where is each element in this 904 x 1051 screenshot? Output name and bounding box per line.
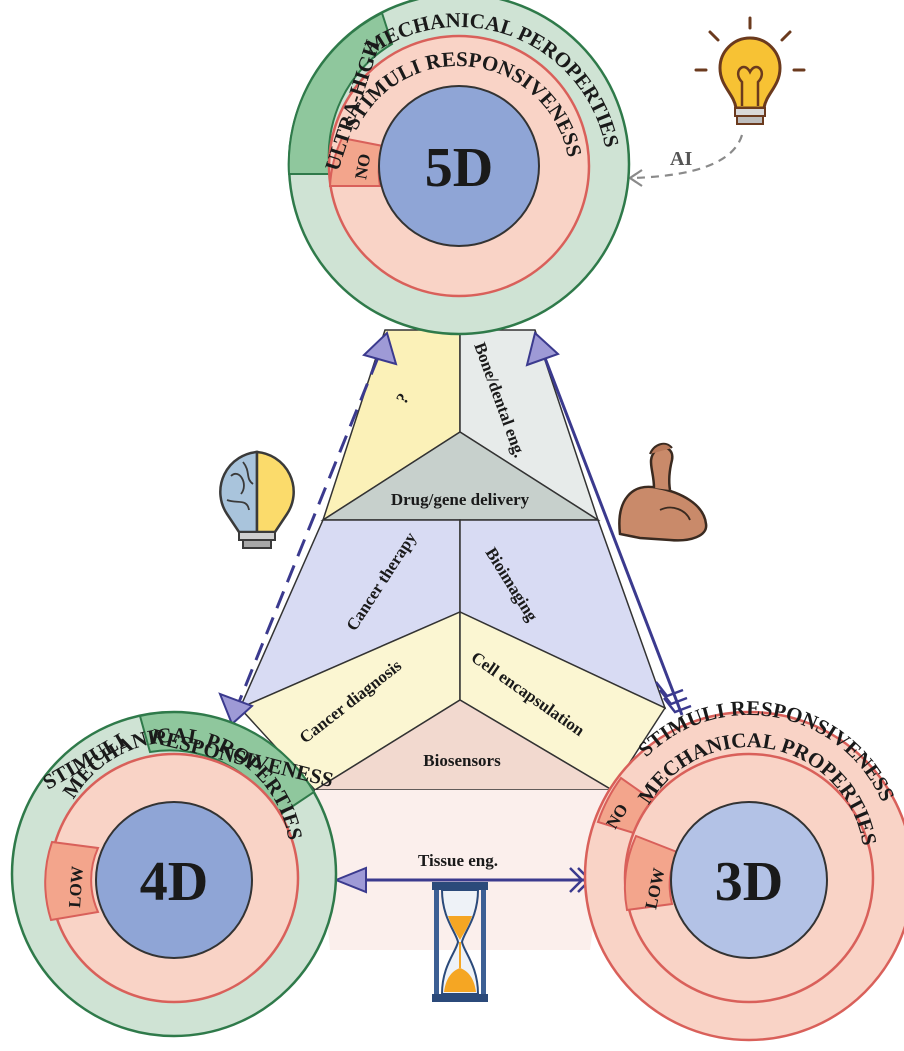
5d-ultra-high-band xyxy=(287,11,394,175)
5d-core-label: 5D xyxy=(425,137,493,199)
label-drug-gene: Drug/gene delivery xyxy=(391,490,530,509)
circle-3d: 3D STIMULI RESPONSIVENESS NO MECHANICAL … xyxy=(583,696,904,1042)
circle-4d: 4D STIMULI RESPONSIVENESS MECHANICAL PRO… xyxy=(10,710,338,1038)
brain-bulb-icon xyxy=(219,450,295,549)
4d-core-label: 4D xyxy=(140,851,208,913)
lightbulb-icon xyxy=(694,16,806,125)
3d-low-band xyxy=(623,834,679,912)
4d-low-band xyxy=(44,840,100,922)
arrow-ai xyxy=(628,134,744,187)
label-tissue-eng: Tissue eng. xyxy=(418,851,498,870)
3d-core xyxy=(670,801,828,959)
segment-tissue-eng xyxy=(315,790,612,950)
flexed-arm-icon xyxy=(618,442,708,542)
arrow-4d-to-5d xyxy=(218,331,398,726)
application-triangle xyxy=(238,329,667,950)
4d-core xyxy=(95,801,253,959)
circle-5d: 5D MECHANICAL PEROPERTIES ULTRA-HIGH STI… xyxy=(287,0,631,336)
arrow-3d-to-5d xyxy=(525,331,692,716)
4d-low-label: LOW xyxy=(65,865,87,908)
5d-no-label: NO xyxy=(351,152,374,180)
label-biosensors: Biosensors xyxy=(423,751,501,770)
hourglass-icon xyxy=(432,882,488,1002)
5d-core xyxy=(378,85,540,247)
3d-core-label: 3D xyxy=(715,851,783,913)
ai-label: AI xyxy=(670,148,692,170)
4d-responsiveness-band xyxy=(138,711,316,818)
